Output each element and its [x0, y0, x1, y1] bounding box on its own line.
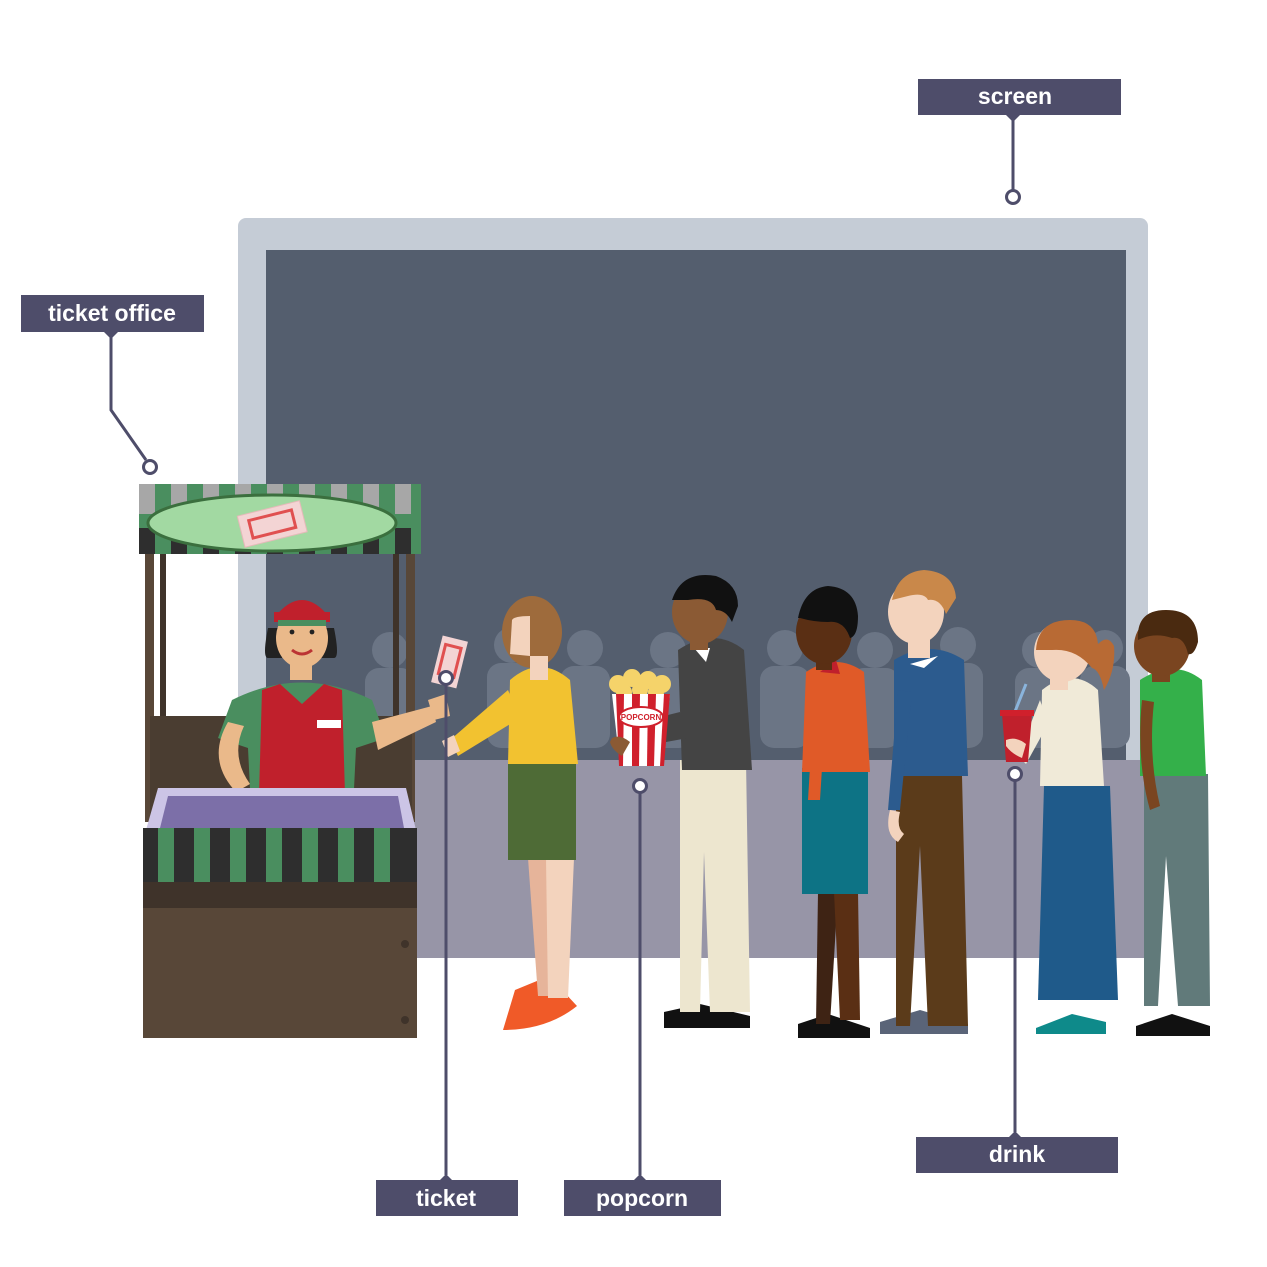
customer-yellow-top	[442, 596, 578, 1030]
booth-post	[145, 552, 154, 822]
drink-cup	[1000, 683, 1034, 762]
popcorn-print: POPCORN	[621, 713, 662, 722]
booth-post	[393, 552, 399, 822]
ticket-sign-icon	[236, 500, 308, 548]
booth-awning	[139, 484, 421, 554]
label-screen-text: screen	[978, 83, 1052, 109]
connector-ticket-office	[109, 332, 148, 461]
popcorn-bucket: POPCORN	[609, 669, 671, 766]
booth-counter	[143, 788, 417, 1038]
endpoint-screen	[1005, 189, 1021, 205]
label-popcorn: popcorn	[564, 1174, 721, 1216]
endpoint-ticket-office	[142, 459, 158, 475]
customer-orange-top	[796, 586, 870, 1038]
endpoint-ticket	[438, 670, 454, 686]
label-drink: drink	[916, 1131, 1118, 1173]
label-drink-text: drink	[989, 1141, 1045, 1167]
booth-post	[160, 552, 166, 822]
booth-post	[406, 552, 415, 822]
label-screen: screen	[918, 79, 1121, 122]
audience-seat	[760, 630, 810, 748]
label-popcorn-text: popcorn	[596, 1185, 688, 1211]
lobby-counter	[380, 760, 1148, 958]
label-ticket: ticket	[376, 1174, 518, 1216]
customer-popcorn-man: POPCORN	[609, 575, 752, 1028]
label-ticket-office: ticket office	[21, 295, 204, 339]
vendor-name-tag	[317, 720, 341, 728]
connector-endpoints	[142, 189, 1023, 794]
label-ticket-office-text: ticket office	[48, 300, 176, 326]
customer-green-top	[1134, 610, 1210, 1036]
endpoint-popcorn	[632, 778, 648, 794]
customer-blue-jacket	[880, 570, 968, 1034]
popcorn-logo	[618, 706, 664, 728]
label-connectors	[109, 116, 1017, 1175]
customer-with-drink	[1000, 620, 1118, 1034]
endpoint-drink	[1007, 766, 1023, 782]
label-ticket-text: ticket	[416, 1185, 476, 1211]
